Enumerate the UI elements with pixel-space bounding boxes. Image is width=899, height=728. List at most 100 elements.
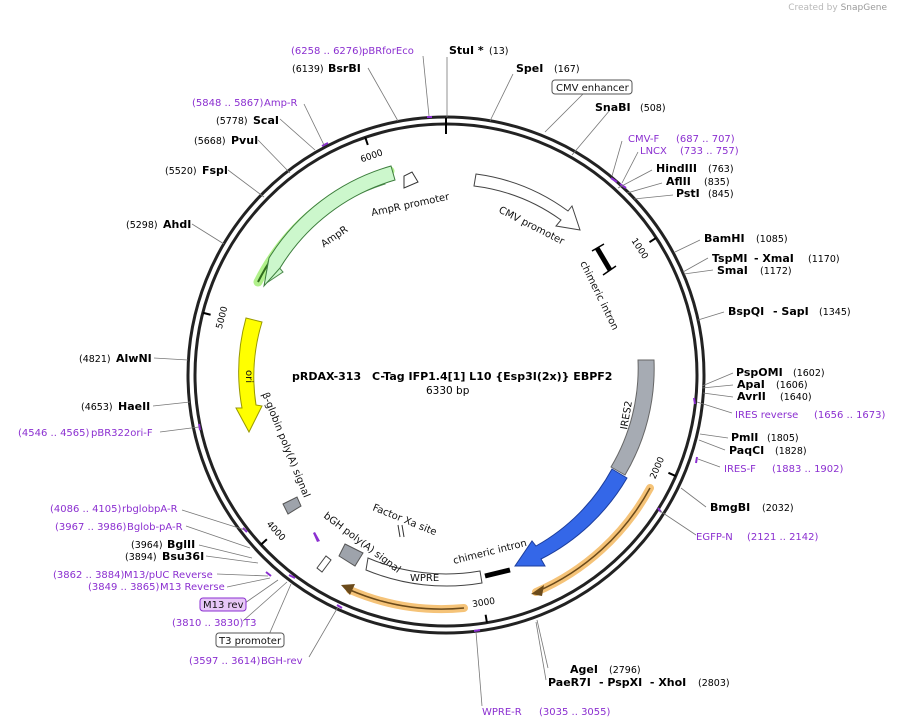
primer-bgh-rev[interactable]: BGH-rev xyxy=(261,656,303,667)
t3-promoter-box[interactable] xyxy=(215,632,285,648)
leader-bglob xyxy=(185,525,251,549)
leader-m13rev xyxy=(226,577,271,588)
enzyme-aflii[interactable]: AflII xyxy=(666,175,691,188)
enzyme-avrii[interactable]: AvrII xyxy=(737,390,766,403)
primer-lncx[interactable]: LNCX xyxy=(640,146,667,157)
feature-cmv-promoter[interactable] xyxy=(473,173,581,231)
feature-ampr[interactable] xyxy=(264,175,386,286)
primer-ires-f-range: (1883 .. 1902) xyxy=(772,464,844,475)
enzyme-pvui[interactable]: PvuI xyxy=(231,134,258,147)
primer-bglob-range: (3967 .. 3986) xyxy=(55,522,127,533)
feature-chimeric-intron-top[interactable] xyxy=(594,246,613,272)
feature-ampr-body[interactable] xyxy=(263,165,396,288)
leader-scai xyxy=(279,118,316,151)
leader-haeii xyxy=(152,401,191,407)
feature-bgh-polya[interactable] xyxy=(338,543,364,567)
enzyme-sapi[interactable]: - SapI xyxy=(773,305,809,318)
enzyme-pspomi[interactable]: PspOMI xyxy=(736,366,783,379)
backbone-outer-ring xyxy=(186,115,706,635)
enzyme-ahdi[interactable]: AhdI xyxy=(163,218,191,231)
primer-wpre-r-range: (3035 .. 3055) xyxy=(539,707,611,718)
enzyme-apai[interactable]: ApaI xyxy=(737,378,765,391)
feature-ampr-promoter-label: AmpR promoter xyxy=(370,191,451,218)
enzyme-tspmi[interactable]: TspMI xyxy=(712,252,748,265)
enzyme-bglii[interactable]: BglII xyxy=(167,538,195,551)
enzyme-pvui-pos: (5668) xyxy=(194,136,226,147)
tick-mark xyxy=(668,471,677,477)
tick-label: 2000 xyxy=(649,455,667,480)
enzyme-paqci[interactable]: PaqCI xyxy=(729,444,764,457)
enzyme-bglii-pos: (3964) xyxy=(131,540,163,551)
primer-cmv-f[interactable]: CMV-F xyxy=(628,134,659,145)
leader-ires-f xyxy=(697,458,721,468)
enzyme-agei[interactable]: AgeI xyxy=(570,663,598,676)
chimeric-intron-top-label: chimeric intron xyxy=(577,259,620,332)
enzyme-spei[interactable]: SpeI xyxy=(516,62,543,75)
primer-bglob[interactable]: Bglob-pA-R xyxy=(127,522,183,533)
leader-fspi xyxy=(227,169,265,198)
enzyme-hindiii[interactable]: HindIII xyxy=(656,162,697,175)
enzyme-bsu36i[interactable]: Bsu36I xyxy=(162,550,204,563)
feature-chimeric-intron-bottom[interactable] xyxy=(484,567,511,579)
leader-paer7i xyxy=(535,621,547,681)
feature-wpre[interactable] xyxy=(365,557,483,587)
enzyme-snabi[interactable]: SnaBI xyxy=(595,101,631,114)
enzyme-xmai[interactable]: - XmaI xyxy=(754,252,794,265)
enzyme-paer7i[interactable]: PaeR7I xyxy=(548,676,591,689)
enzyme-aflii-pos: (835) xyxy=(704,177,730,188)
primer-ires-f[interactable]: IRES-F xyxy=(724,464,756,475)
cmv-enhancer-box[interactable] xyxy=(551,79,633,95)
enzyme-bamhi[interactable]: BamHI xyxy=(704,232,745,245)
primer-pbr322ori[interactable]: pBR322ori-F xyxy=(91,428,153,439)
enzyme-stui[interactable]: StuI * xyxy=(449,44,484,57)
primer-rbglob[interactable]: rbglobpA-R xyxy=(122,504,178,515)
chimeric-intron-bottom-label: chimeric intron xyxy=(452,538,528,567)
leader-m13-puc xyxy=(216,573,269,577)
enzyme-bmgbi-pos: (2032) xyxy=(762,503,794,514)
enzyme-bspqi[interactable]: BspQI xyxy=(728,305,764,318)
feature-ori-label: ori xyxy=(243,370,254,383)
enzyme-avrii-pos: (1640) xyxy=(780,392,812,403)
m13-rev-box[interactable] xyxy=(199,597,247,612)
primer-egfp-n[interactable]: EGFP-N xyxy=(696,532,733,543)
enzyme-apai-pos: (1606) xyxy=(776,380,808,391)
factor-xa-mark xyxy=(397,524,405,538)
feature-ebfp2[interactable] xyxy=(514,468,628,567)
tick-mark xyxy=(648,236,657,244)
enzyme-fspi[interactable]: FspI xyxy=(202,164,228,177)
cmv-enhancer-label: CMV enhancer xyxy=(556,83,630,94)
leader-smai xyxy=(683,269,714,275)
leader-cmv-enhancer xyxy=(544,91,586,133)
tick-mark xyxy=(202,311,211,316)
egfp-primer-arc xyxy=(535,487,651,593)
primer-pbrforeco[interactable]: pBRforEco xyxy=(362,46,414,57)
tick-label: 1000 xyxy=(629,237,650,262)
enzyme-alwni[interactable]: AlwNI xyxy=(116,352,152,365)
primer-m13-puc[interactable]: M13/pUC Reverse xyxy=(124,570,213,581)
enzyme-smai-pos: (1172) xyxy=(760,266,792,277)
primer-pbr322ori-range: (4546 .. 4565) xyxy=(18,428,90,439)
feature-ampr-promoter[interactable] xyxy=(403,171,419,189)
primer-t3[interactable]: T3 xyxy=(243,618,256,629)
primer-wpre-r[interactable]: WPRE-R xyxy=(482,707,522,718)
enzyme-haeii[interactable]: HaeII xyxy=(118,400,150,413)
primer-m13rev[interactable]: M13 Reverse xyxy=(160,582,225,593)
enzyme-pmli[interactable]: PmlI xyxy=(731,431,758,444)
enzyme-scai[interactable]: ScaI xyxy=(253,114,279,127)
feature-ori[interactable] xyxy=(235,317,263,434)
primer-rbglob-range: (4086 .. 4105) xyxy=(50,504,122,515)
plasmid-construct: C-Tag IFP1.4[1] L10 {Esp3I(2x)} EBPF2 xyxy=(372,370,612,383)
enzyme-smai[interactable]: SmaI xyxy=(717,264,748,277)
enzyme-pspxi-xhoi[interactable]: - PspXI - XhoI xyxy=(599,676,686,689)
feature-beta-globin-polya[interactable] xyxy=(282,496,302,515)
leader-bspqi xyxy=(697,311,725,321)
enzyme-psti[interactable]: PstI xyxy=(676,187,700,200)
primer-ires-reverse[interactable]: IRES reverse xyxy=(735,410,798,421)
leader-egfp-n xyxy=(659,510,697,536)
primer-amp-r[interactable]: Amp-R xyxy=(264,98,298,109)
purple-marker xyxy=(313,532,320,542)
feature-ires2[interactable] xyxy=(610,359,655,476)
enzyme-bmgbi[interactable]: BmgBI xyxy=(710,501,750,514)
primer-tick-pbr322ori xyxy=(198,423,201,431)
enzyme-bsrbi[interactable]: BsrBI xyxy=(328,62,361,75)
